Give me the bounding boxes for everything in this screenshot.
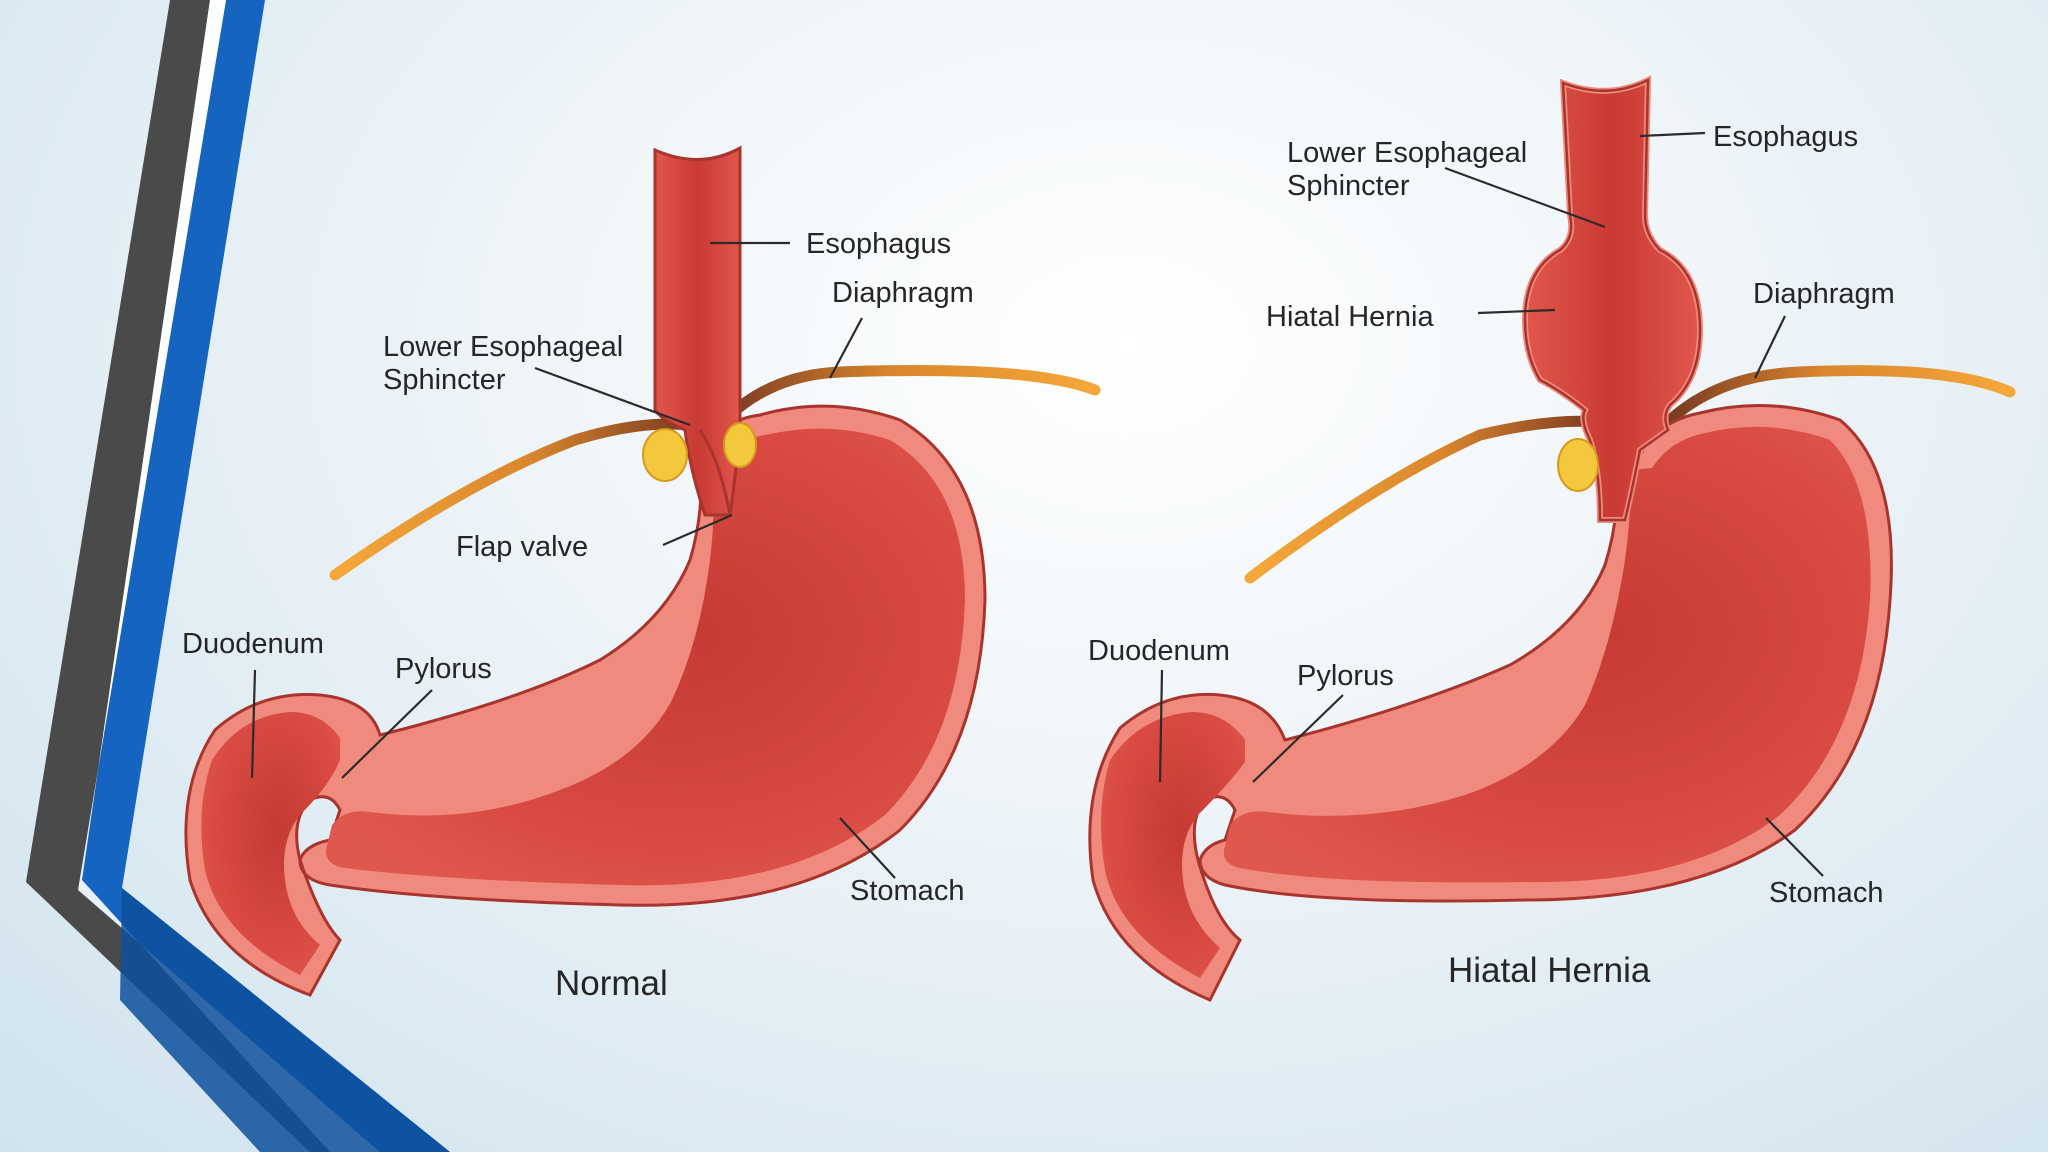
accent-stripe-dark (26, 0, 430, 1152)
normal-stomach-lumen (325, 428, 965, 886)
normal-flap-valve-shape (698, 429, 732, 516)
normal-fat-pads (642, 422, 757, 482)
normal-diaphragm-right (719, 364, 1101, 426)
hernia-fat-pad (1557, 438, 1599, 492)
normal-label-esophagus: Esophagus (806, 228, 951, 260)
accent-wedge-blue (120, 888, 450, 1152)
normal-label-les-line2: Sphincter (383, 364, 506, 396)
hernia-label-pylorus: Pylorus (1297, 660, 1394, 692)
hernia-label-stomach: Stomach (1769, 877, 1883, 909)
hernia-label-les-line2: Sphincter (1287, 170, 1410, 202)
hernia-duodenum-lumen (1101, 712, 1245, 978)
normal-label-pylorus: Pylorus (395, 653, 492, 685)
hernia-label-hiatal-hernia: Hiatal Hernia (1266, 301, 1434, 333)
normal-label-les-line1: Lower Esophageal (383, 331, 623, 363)
normal-caption: Normal (555, 964, 668, 1003)
hernia-label-les-line1: Lower Esophageal (1287, 137, 1527, 169)
normal-label-duodenum: Duodenum (182, 628, 324, 660)
accent-stripe-blue (78, 0, 450, 1152)
normal-label-flap-valve: Flap valve (456, 531, 588, 563)
normal-label-stomach: Stomach (850, 875, 964, 907)
hernia-diaphragm-left (1244, 415, 1606, 584)
normal-label-diaphragm: Diaphragm (832, 277, 974, 309)
normal-diaphragm-left (329, 418, 696, 581)
normal-illustration: Esophagus Diaphragm Lower Esophageal Sph… (182, 145, 1101, 1003)
hernia-stomach-lumen (1223, 426, 1871, 883)
hernia-illustration: Esophagus Lower Esophageal Sphincter Hia… (1088, 75, 2016, 1002)
hernia-caption: Hiatal Hernia (1448, 951, 1651, 990)
hernia-diaphragm-right (1664, 365, 2016, 426)
hernia-label-esophagus: Esophagus (1713, 121, 1858, 153)
normal-duodenum-lumen (201, 712, 340, 975)
hernia-label-diaphragm: Diaphragm (1753, 278, 1895, 310)
hernia-label-duodenum: Duodenum (1088, 635, 1230, 667)
slide-accent-stripes (26, 0, 450, 1152)
